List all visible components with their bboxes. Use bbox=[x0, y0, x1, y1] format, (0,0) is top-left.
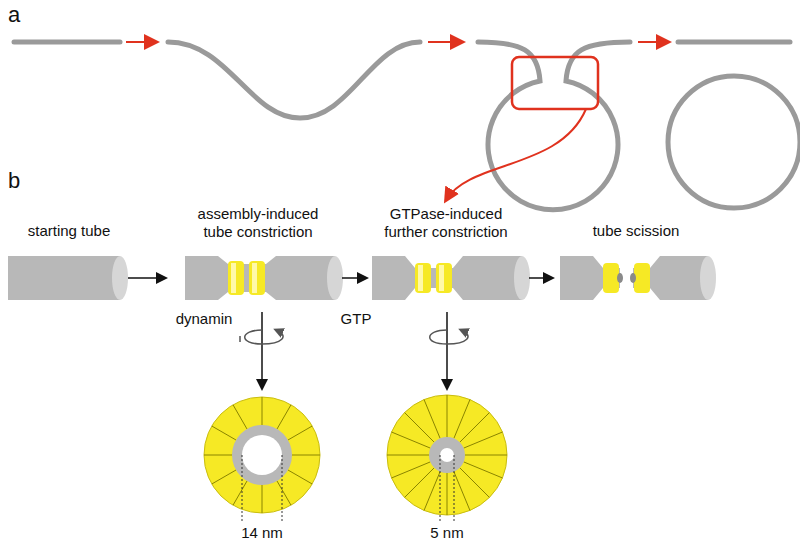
step-label: tube scission bbox=[571, 222, 701, 240]
subunit-line bbox=[454, 472, 470, 511]
cross-section bbox=[204, 395, 507, 515]
step-label: assembly-induced tube constriction bbox=[183, 205, 333, 241]
step-arrows bbox=[128, 277, 552, 279]
subunit-line bbox=[454, 400, 470, 439]
subunit-line bbox=[447, 395, 448, 437]
subunit-line bbox=[277, 481, 291, 505]
subunit-line bbox=[405, 413, 435, 443]
subunit-line bbox=[262, 397, 263, 425]
subunit-line bbox=[464, 462, 503, 478]
reagent-label: dynamin bbox=[164, 310, 244, 328]
subunit-line bbox=[212, 470, 236, 484]
dimension-label: 14 nm bbox=[222, 524, 302, 542]
step-label: GTPase-induced further constriction bbox=[366, 205, 526, 241]
subunit-line bbox=[288, 470, 312, 484]
panel-letter: a bbox=[8, 2, 20, 28]
subunit-line bbox=[464, 432, 503, 448]
subunit-line bbox=[204, 455, 232, 456]
subunit-line bbox=[424, 400, 440, 439]
dimension-label: 5 nm bbox=[407, 524, 487, 542]
subunit-line bbox=[288, 426, 312, 440]
subunit-line bbox=[277, 405, 291, 429]
step-label: starting tube bbox=[4, 222, 134, 240]
subunit-line bbox=[233, 481, 247, 505]
subunit-line bbox=[424, 472, 440, 511]
membrane bbox=[14, 42, 800, 210]
subunit-line bbox=[212, 426, 236, 440]
subunit-line bbox=[465, 455, 507, 456]
subunit-line bbox=[392, 462, 431, 478]
subunit-line bbox=[447, 473, 448, 515]
subunit-line bbox=[262, 485, 263, 513]
subunit-line bbox=[460, 468, 490, 498]
step-arrows bbox=[126, 42, 668, 200]
panel-letter: b bbox=[8, 168, 20, 194]
subunit-line bbox=[392, 432, 431, 448]
tubes bbox=[8, 256, 716, 300]
subunit-line bbox=[387, 455, 429, 456]
subunit-line bbox=[233, 405, 247, 429]
subunit-line bbox=[405, 468, 435, 498]
subunit-line bbox=[292, 455, 320, 456]
subunit-line bbox=[460, 413, 490, 443]
reagent-label: GTP bbox=[326, 310, 386, 328]
dimension-lines bbox=[242, 455, 454, 522]
